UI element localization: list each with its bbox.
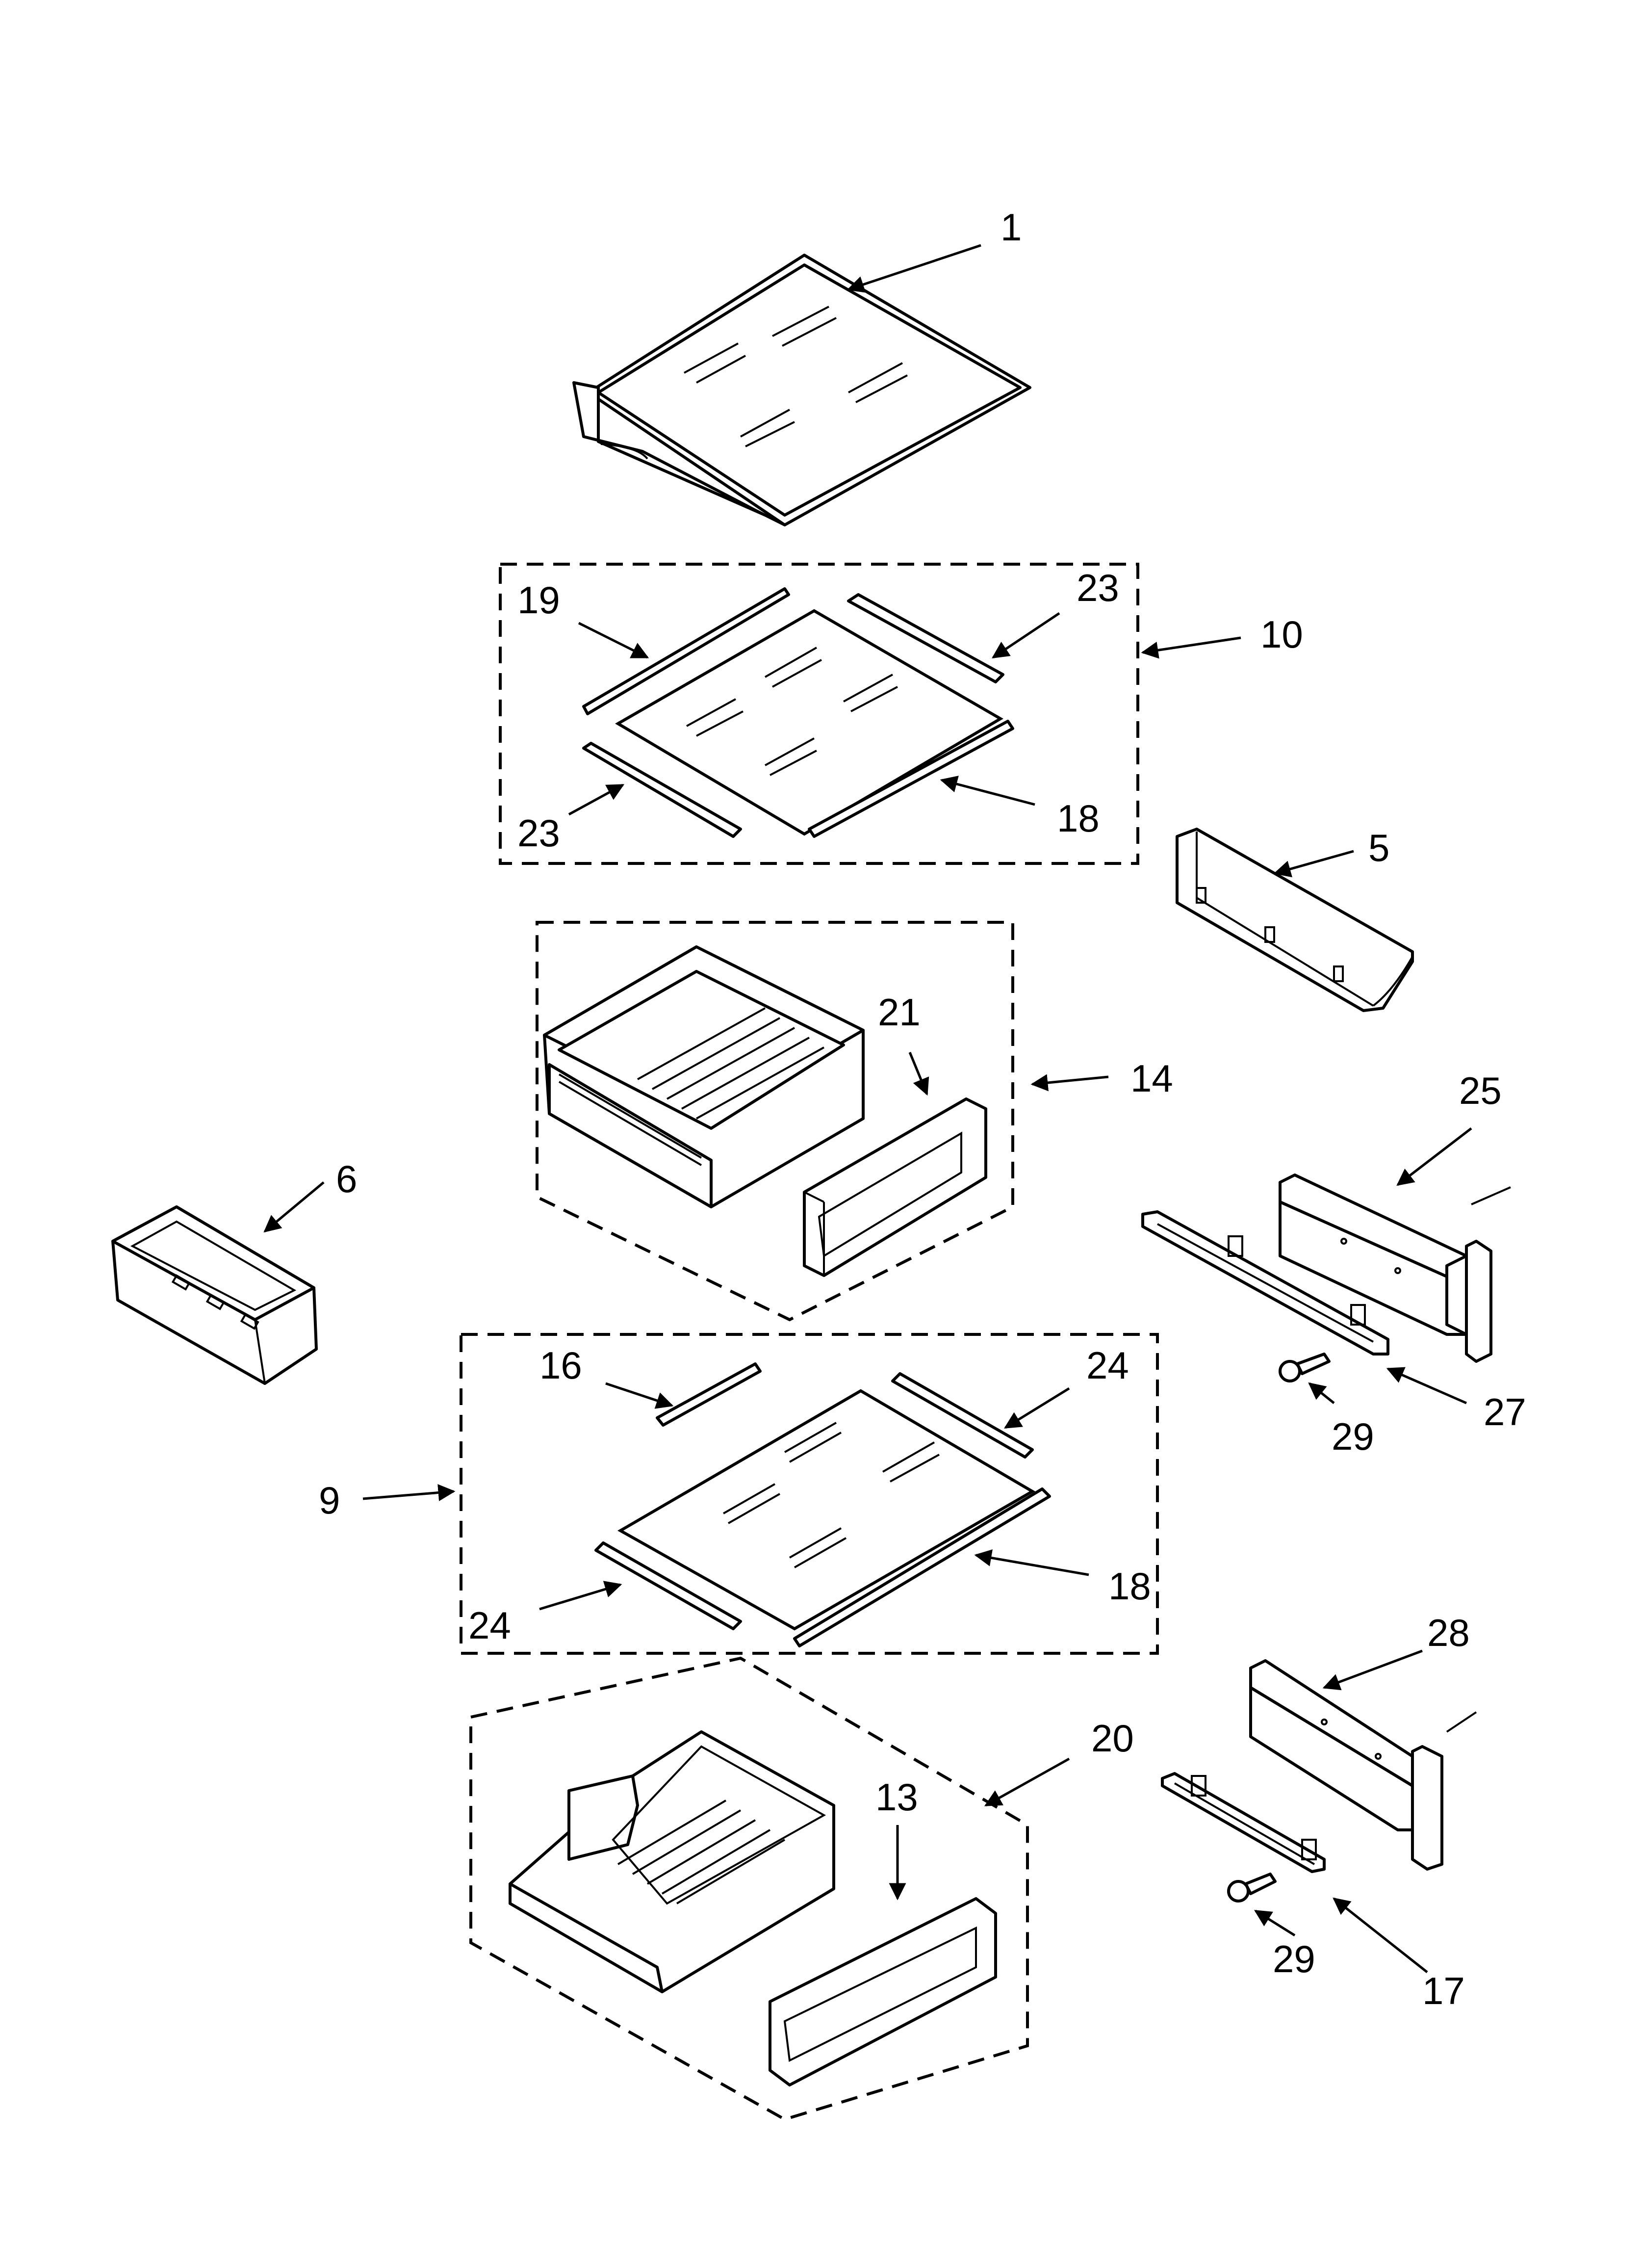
callout-24-bottom: 24 xyxy=(468,1604,511,1647)
part-5-rail xyxy=(1176,828,1414,1012)
part-21-drawer-front xyxy=(803,1097,987,1277)
part-6-door-bin xyxy=(111,1205,318,1385)
assembly-20-box xyxy=(469,1656,1029,2121)
callout-9: 9 xyxy=(319,1479,340,1522)
part-29-screw-upper xyxy=(1279,1353,1331,1382)
callout-27: 27 xyxy=(1484,1390,1526,1434)
callout-20: 20 xyxy=(1091,1717,1134,1760)
callout-labels: 1 19 23 10 23 18 5 21 14 6 25 27 29 16 2… xyxy=(319,206,1526,2012)
part-13-drawer-front xyxy=(769,1897,997,2086)
part-20-meat-pan xyxy=(509,1730,835,1993)
callout-1: 1 xyxy=(1001,206,1022,249)
part-18-trim xyxy=(808,720,1014,838)
callout-21: 21 xyxy=(878,991,921,1034)
part-glass-panel-10 xyxy=(615,609,1003,836)
part-24-trim-bottom xyxy=(594,1541,742,1630)
part-14-crisper-drawer xyxy=(543,945,865,1208)
part-28-cover xyxy=(1249,1659,1443,1871)
assembly-9-box xyxy=(460,1333,1159,1655)
part-19-trim xyxy=(582,587,790,715)
callout-28: 28 xyxy=(1427,1611,1470,1654)
part-23-trim-bottom xyxy=(582,742,742,838)
callout-23-bottom: 23 xyxy=(517,811,560,855)
callout-29-lower: 29 xyxy=(1273,1937,1315,1981)
part-16-trim xyxy=(656,1362,762,1427)
callout-17: 17 xyxy=(1422,1969,1465,2012)
callout-5: 5 xyxy=(1368,826,1389,869)
callout-13: 13 xyxy=(875,1775,918,1819)
part-1-glass-shelf xyxy=(572,254,1031,526)
part-27-slide-rail xyxy=(1141,1210,1389,1356)
callout-16: 16 xyxy=(539,1344,582,1387)
callout-6: 6 xyxy=(336,1157,357,1200)
callout-25: 25 xyxy=(1459,1069,1502,1112)
callout-23-top: 23 xyxy=(1077,566,1119,609)
part-24-trim-top xyxy=(891,1372,1034,1459)
callout-24-top: 24 xyxy=(1086,1344,1129,1387)
callout-14: 14 xyxy=(1130,1057,1173,1100)
callout-18-upper: 18 xyxy=(1057,797,1100,840)
callout-29-upper: 29 xyxy=(1332,1415,1374,1458)
part-18-trim-lower xyxy=(793,1487,1051,1647)
part-17-slide-rail xyxy=(1161,1772,1326,1873)
part-glass-panel-9 xyxy=(617,1389,1035,1631)
assembly-10-box xyxy=(499,563,1139,865)
callout-19: 19 xyxy=(517,578,560,622)
assembly-14-box xyxy=(536,921,1014,1322)
leader-arrows xyxy=(263,244,1511,1973)
part-23-trim-top xyxy=(847,593,1004,683)
part-29-screw-lower xyxy=(1227,1873,1277,1903)
callout-18-lower: 18 xyxy=(1108,1564,1151,1608)
callout-10: 10 xyxy=(1260,613,1303,656)
part-25-cover xyxy=(1279,1173,1492,1363)
